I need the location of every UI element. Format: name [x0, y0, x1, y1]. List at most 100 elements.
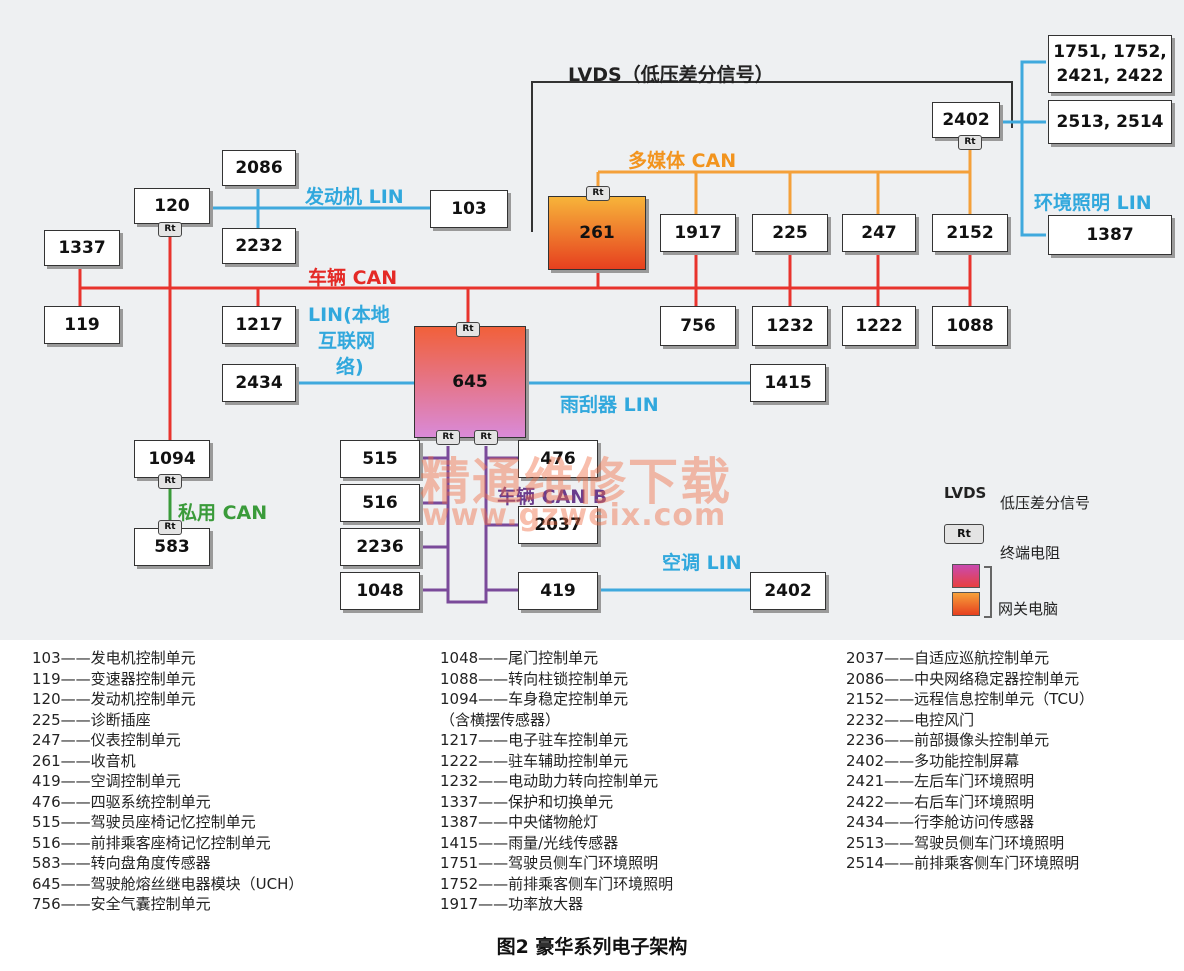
terminator-resistor: Rt	[158, 222, 182, 237]
engine-lin-line	[210, 182, 430, 230]
legend-entry: 119——变速器控制单元	[32, 669, 196, 688]
node-645-gateway: 645	[414, 326, 526, 438]
lvds-line	[531, 81, 1013, 232]
node-2232: 2232	[222, 228, 296, 264]
node-120: 120	[134, 188, 210, 224]
legend-entry: 583——转向盘角度传感器	[32, 854, 211, 872]
vehicle-can-label: 车辆 CAN	[308, 267, 398, 289]
node-label: 103	[451, 199, 487, 219]
private-can-label: 私用 CAN	[178, 502, 268, 524]
node-247: 247	[842, 214, 916, 252]
legend-entry: 2086——中央网络稳定器控制单元	[846, 669, 1080, 688]
node-label: 2402	[942, 110, 990, 130]
can-b-label: 车辆 CAN B	[497, 486, 608, 508]
multimedia-can-label: 多媒体 CAN	[628, 150, 737, 172]
legend-entry: 2037——自适应巡航控制单元	[846, 649, 1050, 667]
node-2402-bottom: 2402	[750, 572, 826, 610]
legend-gateway-swatch-1	[952, 564, 980, 588]
multimedia-can-line	[596, 148, 972, 214]
watermark-url: www.gzweix.com	[422, 498, 727, 533]
node-476: 476	[518, 440, 598, 478]
node-119: 119	[44, 306, 120, 344]
watermark-title: 精通维修下载	[420, 453, 732, 511]
bus-lines	[78, 60, 1046, 604]
node-2152: 2152	[932, 214, 1008, 252]
legend-entry: 2514——前排乘客侧车门环境照明	[846, 854, 1080, 872]
node-label: 516	[362, 493, 398, 513]
legend-entry: 1337——保护和切换单元	[440, 792, 614, 811]
node-label: 2402	[764, 581, 812, 601]
vehicle-can-line	[78, 232, 972, 440]
node-1387: 1387	[1048, 215, 1172, 255]
figure-caption: 图2 豪华系列电子架构	[496, 936, 688, 958]
legend-entry: 1917——功率放大器	[440, 895, 584, 913]
node-2402-top: 2402	[932, 102, 1000, 138]
legend-entry: 756——安全气囊控制单元	[32, 895, 211, 913]
node-label: 2086	[235, 158, 283, 178]
legend-entry: 645——驾驶舱熔丝继电器模块（UCH）	[32, 874, 304, 893]
legend-lvds-desc: 低压差分信号	[1000, 494, 1091, 512]
legend-entry: 225——诊断插座	[32, 710, 151, 729]
node-label: 120	[154, 196, 190, 216]
node-1337: 1337	[44, 230, 120, 266]
legend-entry: 2422——右后车门环境照明	[846, 792, 1035, 811]
legend-entry: 2236——前部摄像头控制单元	[846, 731, 1050, 749]
engine-lin-label: 发动机 LIN	[305, 186, 404, 208]
can-b-line	[420, 446, 518, 604]
legend-bracket	[984, 566, 992, 618]
node-1917: 1917	[660, 214, 736, 252]
node-1094: 1094	[134, 440, 210, 478]
legend-entry: 2513——驾驶员侧车门环境照明	[846, 833, 1065, 852]
node-label: 2513, 2514	[1056, 112, 1164, 132]
node-1232: 1232	[752, 306, 828, 346]
node-419: 419	[518, 572, 598, 610]
node-label: 756	[680, 316, 716, 336]
node-label: 2236	[356, 537, 404, 557]
node-label: 1232	[766, 316, 814, 336]
ac-lin-label: 空调 LIN	[662, 552, 742, 574]
terminator-resistor: Rt	[436, 430, 460, 445]
legend-gateway-desc: 网关电脑	[998, 600, 1059, 618]
local-lin-label-line1: LIN(本地	[308, 304, 390, 326]
legend-entry: 476——四驱系统控制单元	[32, 792, 211, 811]
legend-gateway-swatch-2	[952, 592, 980, 616]
node-2513-2514: 2513, 2514	[1048, 100, 1172, 144]
node-2086: 2086	[222, 150, 296, 186]
node-label: 119	[64, 315, 100, 335]
node-label: 1048	[356, 581, 404, 601]
legend-entry: 1415——雨量/光线传感器	[440, 833, 619, 852]
lvds-title: LVDS（低压差分信号）	[568, 64, 774, 86]
node-1415: 1415	[750, 364, 826, 402]
legend-entry: 1048——尾门控制单元	[440, 649, 599, 667]
node-1751-1752-2421-2422: 1751, 1752,2421, 2422	[1048, 35, 1172, 93]
node-261-gateway: 261	[548, 196, 646, 270]
legend-entry: 516——前排乘客座椅记忆控制单元	[32, 833, 271, 852]
node-1048: 1048	[340, 572, 420, 610]
legend-entry: 120——发动机控制单元	[32, 690, 196, 708]
node-label: 476	[540, 449, 576, 469]
node-label: 419	[540, 581, 576, 601]
terminator-resistor: Rt	[158, 520, 182, 535]
legend-entry: 1222——驻车辅助控制单元	[440, 751, 629, 770]
node-2037: 2037	[518, 506, 598, 544]
node-label: 1088	[946, 316, 994, 336]
node-2236: 2236	[340, 528, 420, 566]
legend-entry: 515——驾驶员座椅记忆控制单元	[32, 813, 256, 831]
node-756: 756	[660, 306, 736, 346]
legend-entry: 103——发电机控制单元	[32, 649, 196, 667]
node-label: 2152	[946, 223, 994, 243]
node-label: 1751, 1752,	[1053, 42, 1167, 62]
node-1217: 1217	[222, 306, 296, 344]
legend-entry: 1751——驾驶员侧车门环境照明	[440, 854, 659, 872]
component-legend: 103——发电机控制单元 119——变速器控制单元 120——发动机控制单元 225—…	[0, 648, 1184, 928]
legend-entry: 1094——车身稳定控制单元	[440, 690, 629, 708]
legend-entry: 2402——多功能控制屏幕	[846, 751, 1020, 770]
terminator-resistor: Rt	[158, 474, 182, 489]
local-lin-label-line2: 互联网	[318, 330, 376, 352]
node-label: 1387	[1086, 225, 1134, 245]
node-515: 515	[340, 440, 420, 478]
node-label: 1917	[674, 223, 722, 243]
node-label: 515	[362, 449, 398, 469]
legend-rt-desc: 终端电阻	[1000, 544, 1061, 562]
